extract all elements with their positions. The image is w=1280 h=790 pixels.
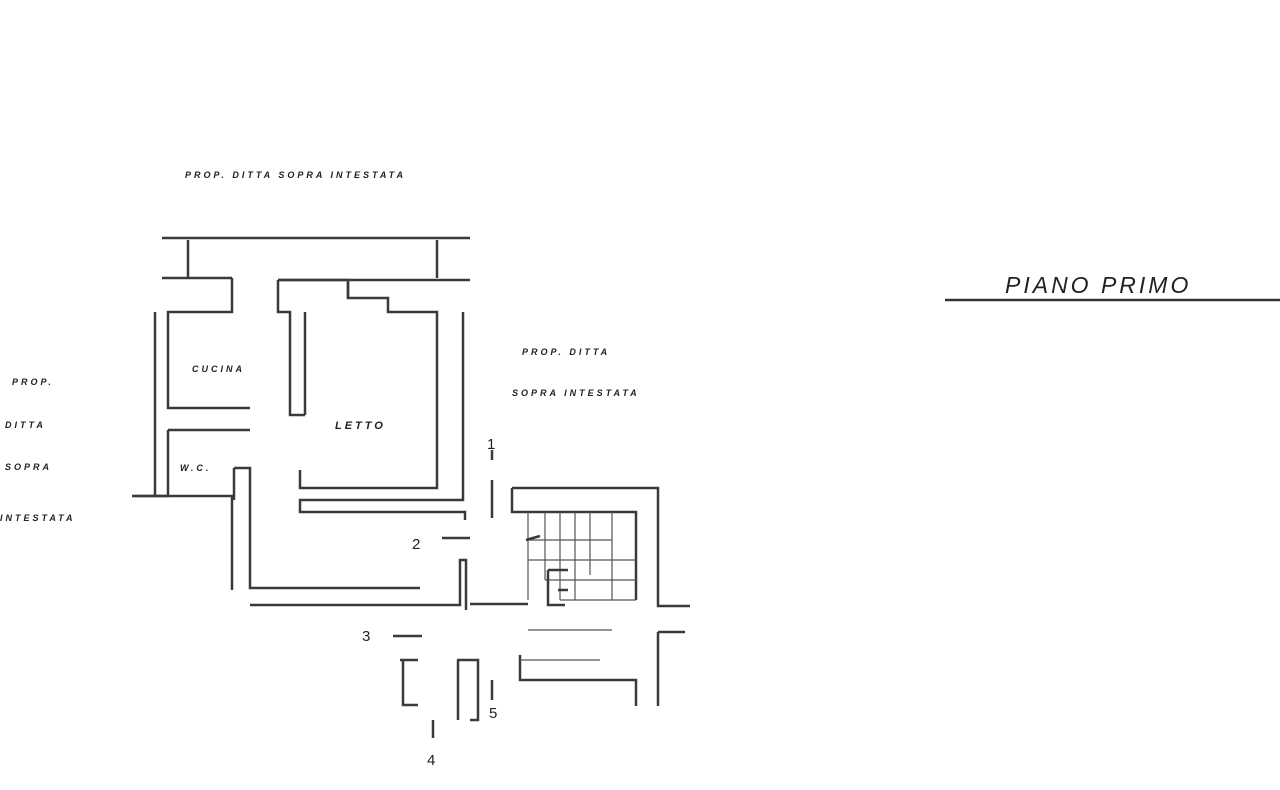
- label-left-3: SOPRA: [5, 462, 53, 472]
- label-left-4: INTESTATA: [0, 513, 76, 523]
- room-kitchen: CUCINA: [192, 364, 245, 374]
- marker-2: 2: [412, 536, 421, 553]
- label-left-2: DITTA: [5, 420, 46, 430]
- marker-5: 5: [489, 705, 498, 722]
- label-left-1: PROP.: [12, 377, 54, 387]
- floor-title: PIANO PRIMO: [1005, 272, 1192, 298]
- room-wc: W.C.: [180, 463, 212, 473]
- section-marks: [393, 450, 494, 738]
- walls: [132, 236, 690, 722]
- room-bedroom: LETTO: [335, 420, 386, 432]
- marker-3: 3: [362, 628, 371, 645]
- marker-1: 1: [487, 436, 496, 453]
- stairs: [520, 512, 636, 661]
- marker-4: 4: [427, 752, 436, 769]
- label-top: PROP. DITTA SOPRA INTESTATA: [185, 170, 407, 180]
- label-right-1: PROP. DITTA: [522, 347, 611, 357]
- label-right-2: SOPRA INTESTATA: [512, 388, 640, 398]
